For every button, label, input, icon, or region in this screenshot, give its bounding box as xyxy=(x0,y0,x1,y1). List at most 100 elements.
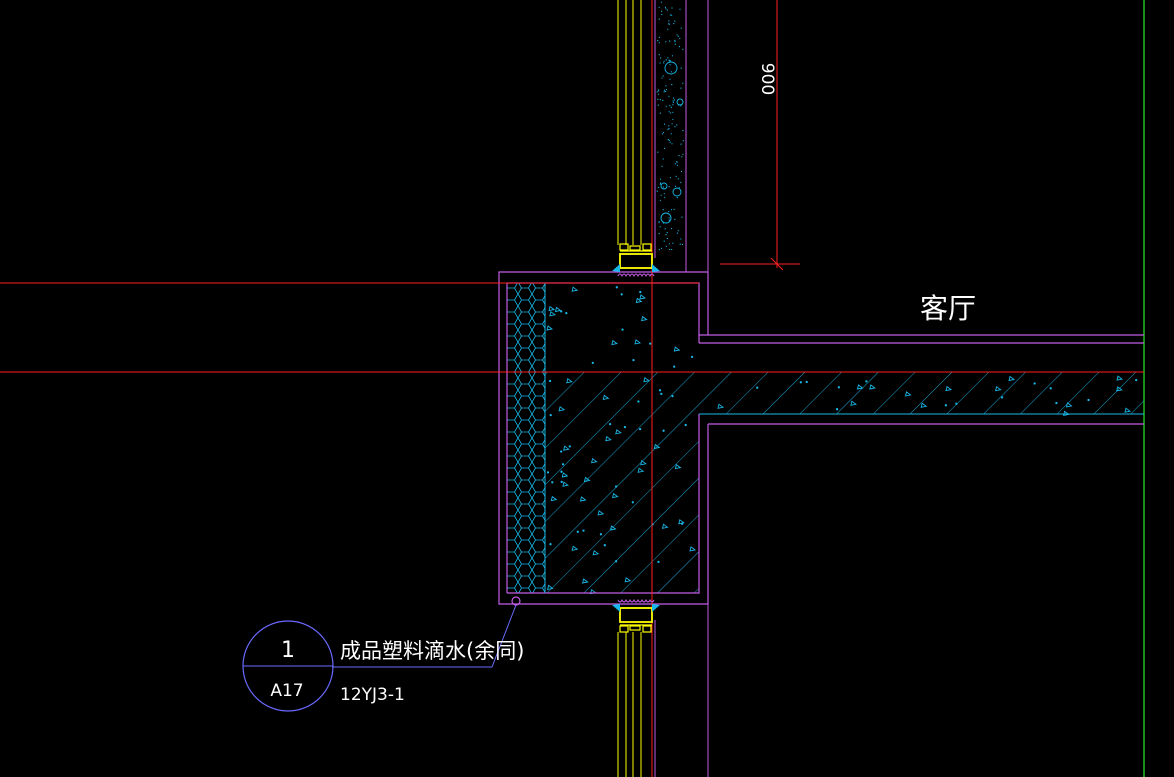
speckle-dot xyxy=(682,82,684,84)
dimension-line xyxy=(720,0,800,271)
speckle-dot xyxy=(565,311,568,315)
speckle-dot xyxy=(835,408,839,411)
upper-wall-speckle xyxy=(656,1,684,251)
speckle-dot xyxy=(657,40,659,42)
sealant-top-right xyxy=(652,264,660,272)
speckle-dot xyxy=(665,234,667,236)
speckle-dot xyxy=(678,46,681,48)
speckle-dot xyxy=(680,181,682,184)
speckle-dot xyxy=(660,392,663,396)
aggregate-mark xyxy=(1065,402,1073,408)
aggregate-mark xyxy=(581,578,589,584)
speckle-dot xyxy=(673,365,676,368)
speckle-dot xyxy=(608,422,612,426)
speckle-dot xyxy=(666,9,669,11)
aggregate-mark xyxy=(563,445,570,451)
speckle-dot xyxy=(658,36,661,39)
aggregate-mark xyxy=(674,463,682,470)
speckle-dot xyxy=(676,34,678,36)
sealant-bottom-right xyxy=(652,604,660,612)
speckle-dot xyxy=(667,139,669,141)
speckle-dot xyxy=(673,23,675,25)
speckle-dot xyxy=(671,248,673,251)
aggregate-mark xyxy=(611,492,619,499)
speckle-dot xyxy=(623,425,627,429)
aggregate-mark xyxy=(597,510,605,516)
speckle-dot xyxy=(671,14,673,16)
speckle-dot xyxy=(669,64,671,66)
speckle-dot xyxy=(561,463,565,466)
aggregate-mark xyxy=(920,402,928,408)
speckle-dot xyxy=(682,48,684,50)
speckle-dot xyxy=(678,104,680,106)
speckle-dot xyxy=(670,133,672,135)
speckle-dot xyxy=(661,247,663,249)
speckle-dot xyxy=(665,8,667,10)
speckle-dot xyxy=(662,429,665,432)
speckle-dot xyxy=(682,153,684,155)
detail-number: 1 xyxy=(281,638,295,663)
speckle-dot xyxy=(665,85,667,87)
window-frame-lower xyxy=(617,632,642,777)
speckle-dot xyxy=(665,105,667,107)
aggregate-mark xyxy=(635,297,643,304)
speckle-dot xyxy=(560,480,563,484)
speckle-dot xyxy=(659,199,662,201)
aggregate-mark xyxy=(609,525,617,531)
aggregate-mark xyxy=(549,311,556,317)
dimension-text: 900 xyxy=(757,63,777,95)
speckle-dot xyxy=(667,57,669,59)
speckle-dot xyxy=(676,164,679,166)
speckle-dot xyxy=(658,186,660,188)
speckle-dot xyxy=(662,209,664,211)
speckle-dot xyxy=(582,529,585,532)
speckle-dot xyxy=(656,190,658,192)
speckle-dot xyxy=(560,450,563,453)
speckle-dot xyxy=(677,230,679,232)
aggregate-mark xyxy=(546,325,554,331)
speckle-dot xyxy=(1087,398,1090,402)
window-head-detail xyxy=(619,243,653,269)
aggregate-mark xyxy=(653,443,661,450)
aggregate-mark xyxy=(640,315,648,322)
aggregate-mark xyxy=(558,406,566,412)
speckle-dot xyxy=(670,106,672,108)
aggregate-mark xyxy=(1062,410,1070,416)
speckle-dot xyxy=(621,328,624,331)
speckle-dot xyxy=(661,10,663,12)
speckle-dot xyxy=(673,208,675,210)
aggregate-mark xyxy=(689,546,697,552)
aggregate-mark xyxy=(566,377,573,384)
speckle-dot xyxy=(675,161,678,163)
window-sill-detail xyxy=(619,607,653,633)
aggregate-mark xyxy=(904,391,912,397)
aggregate-mark xyxy=(1116,386,1123,392)
speckle-dot xyxy=(659,112,661,114)
speckle-dot xyxy=(672,104,674,106)
speckle-dot xyxy=(657,89,660,91)
aggregate-mark xyxy=(994,385,1002,392)
speckle-dot xyxy=(668,217,670,219)
speckle-dot xyxy=(671,84,673,86)
concrete-hatch-area xyxy=(545,372,1144,593)
aggregate-mark xyxy=(1124,407,1132,413)
speckle-dot xyxy=(674,20,676,22)
concrete-speckle xyxy=(546,286,1138,595)
speckle-dot xyxy=(665,245,668,247)
speckle-dot xyxy=(661,165,663,167)
speckle-dot xyxy=(657,98,659,100)
speckle-dot xyxy=(676,197,678,199)
speckle-dot xyxy=(671,394,674,398)
speckle-dot xyxy=(674,185,677,187)
speckle-dot xyxy=(658,90,660,92)
window-frame-upper xyxy=(617,0,642,245)
speckle-dot xyxy=(660,194,662,196)
speckle-dot xyxy=(656,91,658,93)
speckle-dot xyxy=(662,99,664,101)
speckle-dot xyxy=(670,112,672,114)
speckle-dot xyxy=(661,133,664,135)
aggregate-mark xyxy=(550,495,558,502)
speckle-dot xyxy=(690,355,694,359)
speckle-dot xyxy=(599,533,603,536)
speckle-dot xyxy=(837,386,841,389)
